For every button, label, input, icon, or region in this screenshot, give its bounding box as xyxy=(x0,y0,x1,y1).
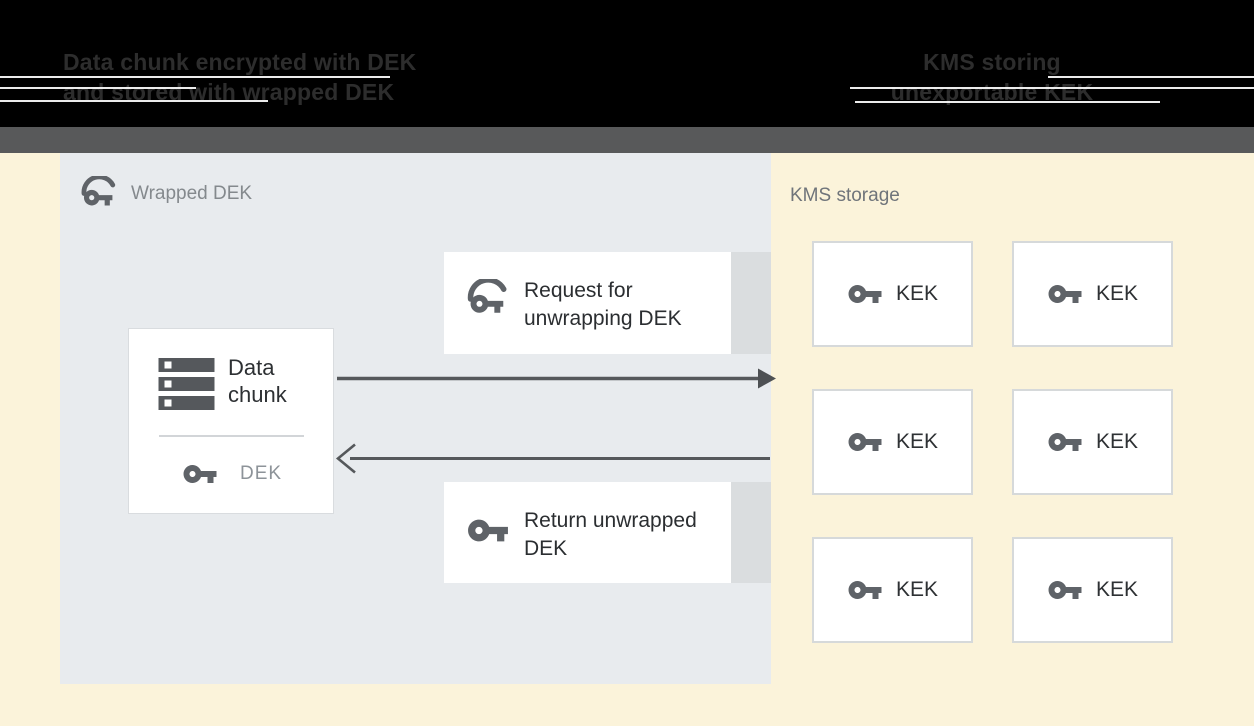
kek-label: KEK xyxy=(895,430,939,453)
header-caption-right: KMS storing unexportable KEK xyxy=(842,47,1142,107)
dek-label: DEK xyxy=(240,463,283,484)
key-icon xyxy=(183,465,217,483)
kek-box: KEK xyxy=(812,537,973,643)
data-chunk-box: Data chunk DEK xyxy=(128,328,334,514)
header-artifact-line xyxy=(0,76,390,78)
kek-box: KEK xyxy=(812,389,973,495)
divider-bar xyxy=(0,127,1254,153)
header-caption-left-line1: Data chunk encrypted with DEK xyxy=(63,49,417,75)
key-icon xyxy=(1048,433,1082,451)
wrapped-dek-label-text: Wrapped DEK xyxy=(131,182,253,204)
header-band: Data chunk encrypted with DEK and stored… xyxy=(0,0,1254,127)
header-artifact-line xyxy=(855,101,1160,103)
key-icon xyxy=(1048,581,1082,599)
kms-storage-region-label: KMS storage xyxy=(790,185,900,207)
key-icon xyxy=(468,519,508,542)
wrapped-dek-region-label: Wrapped DEK xyxy=(80,176,252,211)
kek-label: KEK xyxy=(1095,578,1139,601)
kek-box: KEK xyxy=(1012,241,1173,347)
server-stack-icon xyxy=(158,358,215,410)
key-icon xyxy=(848,285,882,303)
data-chunk-divider xyxy=(159,435,304,437)
header-artifact-line xyxy=(0,87,196,89)
header-caption-right-line1: KMS storing xyxy=(923,49,1061,75)
kek-box: KEK xyxy=(812,241,973,347)
header-caption-left-line2: and stored with wrapped DEK xyxy=(63,79,395,105)
request-unwrap-box: Request for unwrapping DEK xyxy=(444,252,731,354)
header-artifact-line xyxy=(1048,76,1254,78)
return-unwrap-label: Return unwrapped DEK xyxy=(524,509,697,560)
data-chunk-title: Data chunk xyxy=(228,355,287,407)
return-unwrap-box: Return unwrapped DEK xyxy=(444,482,731,583)
wrapped-key-icon xyxy=(466,279,512,319)
header-artifact-line xyxy=(0,100,268,102)
request-unwrap-label: Request for unwrapping DEK xyxy=(524,279,682,330)
kek-box: KEK xyxy=(1012,537,1173,643)
kms-storage-label-text: KMS storage xyxy=(790,185,900,206)
key-icon xyxy=(1048,285,1082,303)
key-icon xyxy=(848,581,882,599)
return-box-tail xyxy=(731,482,771,583)
kek-label: KEK xyxy=(895,578,939,601)
key-icon xyxy=(848,433,882,451)
header-caption-left: Data chunk encrypted with DEK and stored… xyxy=(63,47,416,107)
kek-label: KEK xyxy=(1095,282,1139,305)
kek-box: KEK xyxy=(1012,389,1173,495)
wrapped-key-icon xyxy=(80,176,120,211)
kek-label: KEK xyxy=(1095,430,1139,453)
header-artifact-line xyxy=(850,87,1254,89)
kek-label: KEK xyxy=(895,282,939,305)
request-box-tail xyxy=(731,252,771,354)
header-caption-right-line2: unexportable KEK xyxy=(890,79,1094,105)
